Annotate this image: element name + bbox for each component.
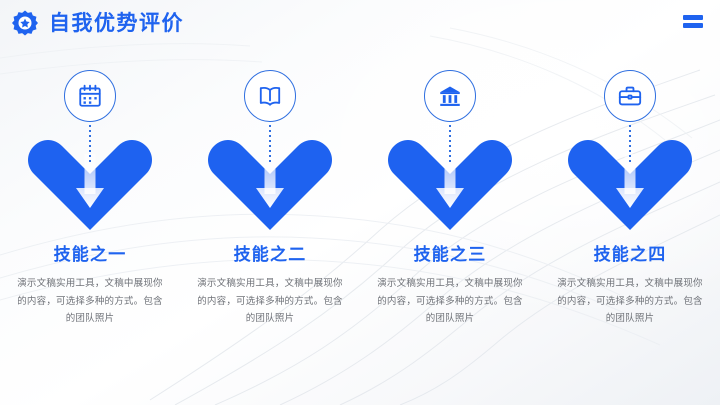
skill-column-4[interactable]: 技能之四 演示文稿实用工具，文稿中展现你的内容，可选择多种的方式。包含的团队照片	[540, 70, 720, 328]
slide-header: 自我优势评价	[0, 0, 720, 46]
white-down-arrow-3	[436, 154, 464, 208]
skill-title-3: 技能之三	[413, 245, 487, 264]
skill-column-1[interactable]: 技能之一 演示文稿实用工具，文稿中展现你的内容，可选择多种的方式。包含的团队照片	[0, 70, 180, 328]
icon-badge-2	[244, 70, 296, 122]
menu-icon[interactable]	[683, 15, 703, 28]
icon-badge-1	[64, 70, 116, 122]
chevron-arrow-4	[560, 115, 700, 232]
skill-body-4: 演示文稿实用工具，文稿中展现你的内容，可选择多种的方式。包含的团队照片	[557, 278, 703, 325]
menu-bar-top	[683, 15, 703, 20]
skill-body-1: 演示文稿实用工具，文稿中展现你的内容，可选择多种的方式。包含的团队照片	[17, 278, 163, 325]
white-down-arrow-2	[256, 154, 284, 208]
skill-column-3[interactable]: 技能之三 演示文稿实用工具，文稿中展现你的内容，可选择多种的方式。包含的团队照片	[360, 70, 540, 328]
icon-badge-3	[424, 70, 476, 122]
gear-star-icon	[12, 10, 38, 36]
skill-title-4: 技能之四	[593, 245, 667, 264]
skills-columns: 技能之一 演示文稿实用工具，文稿中展现你的内容，可选择多种的方式。包含的团队照片	[0, 70, 720, 328]
skill-title-2: 技能之二	[233, 245, 307, 264]
dotted-connector-4	[629, 115, 631, 165]
page-title: 自我优势评价	[49, 11, 184, 35]
skill-column-2[interactable]: 技能之二 演示文稿实用工具，文稿中展现你的内容，可选择多种的方式。包含的团队照片	[180, 70, 360, 328]
open-book-icon	[259, 87, 281, 106]
dotted-connector-3	[449, 115, 451, 165]
white-down-arrow-1	[76, 154, 104, 208]
skill-body-2: 演示文稿实用工具，文稿中展现你的内容，可选择多种的方式。包含的团队照片	[197, 278, 343, 325]
chevron-arrow-3	[380, 115, 520, 232]
white-down-arrow-4	[616, 154, 644, 208]
menu-bar-bottom	[683, 23, 703, 28]
chevron-arrow-2	[200, 115, 340, 232]
icon-badge-4	[604, 70, 656, 122]
dotted-connector-1	[89, 115, 91, 165]
bank-building-icon	[440, 86, 460, 106]
briefcase-icon	[618, 86, 642, 106]
dotted-connector-2	[269, 115, 271, 165]
calendar-icon	[79, 84, 101, 107]
skill-body-3: 演示文稿实用工具，文稿中展现你的内容，可选择多种的方式。包含的团队照片	[377, 278, 523, 325]
skill-title-1: 技能之一	[53, 245, 127, 264]
chevron-arrow-1	[20, 115, 160, 232]
